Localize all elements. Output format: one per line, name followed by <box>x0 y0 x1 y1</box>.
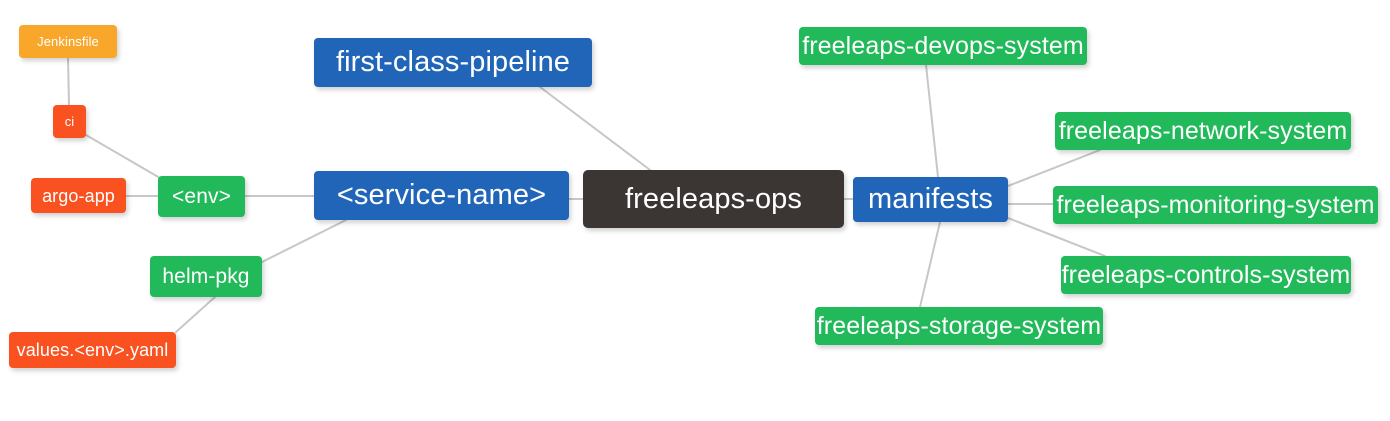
mindmap-node-label: freeleaps-monitoring-system <box>1056 190 1375 219</box>
edge-ci-to-env <box>85 134 161 179</box>
mindmap-node-label: <env> <box>172 185 231 208</box>
mindmap-node-label: argo-app <box>42 185 115 206</box>
mindmap-node-label: helm-pkg <box>162 265 250 288</box>
mindmap-node-env[interactable]: <env> <box>158 176 245 217</box>
mindmap-node-label: values.<env>.yaml <box>16 340 169 360</box>
mindmap-node-values-yaml[interactable]: values.<env>.yaml <box>9 332 176 368</box>
edge-manifests-to-freeleaps-storage-system <box>919 221 941 308</box>
edge-manifests-to-freeleaps-network-system <box>1007 149 1101 187</box>
mindmap-node-label: freeleaps-controls-system <box>1061 260 1351 289</box>
edge-first-class-pipeline-to-freeleaps-ops <box>539 86 651 171</box>
mindmap-node-jenkinsfile[interactable]: Jenkinsfile <box>19 25 117 58</box>
mindmap-node-label: freeleaps-devops-system <box>802 31 1084 60</box>
edge-helm-pkg-to-service-name <box>261 219 347 263</box>
mindmap-node-freeleaps-controls-system[interactable]: freeleaps-controls-system <box>1061 256 1351 294</box>
mindmap-node-label: freeleaps-network-system <box>1058 116 1348 145</box>
mindmap-node-freeleaps-network-system[interactable]: freeleaps-network-system <box>1055 112 1351 150</box>
mindmap-node-service-name[interactable]: <service-name> <box>314 171 569 220</box>
mindmap-node-ci[interactable]: ci <box>53 105 86 138</box>
mindmap-node-argo-app[interactable]: argo-app <box>31 178 126 213</box>
mindmap-node-label: <service-name> <box>336 179 547 211</box>
edge-values-yaml-to-helm-pkg <box>175 296 216 333</box>
mindmap-node-helm-pkg[interactable]: helm-pkg <box>150 256 262 297</box>
mindmap-node-freeleaps-devops-system[interactable]: freeleaps-devops-system <box>799 27 1087 65</box>
mindmap-node-label: ci <box>64 114 75 129</box>
mindmap-node-label: manifests <box>868 183 993 215</box>
mindmap-node-freeleaps-ops[interactable]: freeleaps-ops <box>583 170 844 228</box>
mindmap-node-manifests[interactable]: manifests <box>853 177 1008 222</box>
mindmap-node-label: freeleaps-storage-system <box>816 311 1102 340</box>
mindmap-node-label: Jenkinsfile <box>37 34 99 49</box>
edge-jenkinsfile-to-ci <box>67 57 70 106</box>
mindmap-node-freeleaps-storage-system[interactable]: freeleaps-storage-system <box>815 307 1103 345</box>
mindmap-node-freeleaps-monitoring-system[interactable]: freeleaps-monitoring-system <box>1053 186 1378 224</box>
edge-manifests-to-freeleaps-devops-system <box>925 64 939 178</box>
mindmap-node-label: freeleaps-ops <box>624 182 802 215</box>
mindmap-node-label: first-class-pipeline <box>335 46 571 78</box>
mindmap-node-first-class-pipeline[interactable]: first-class-pipeline <box>314 38 592 87</box>
